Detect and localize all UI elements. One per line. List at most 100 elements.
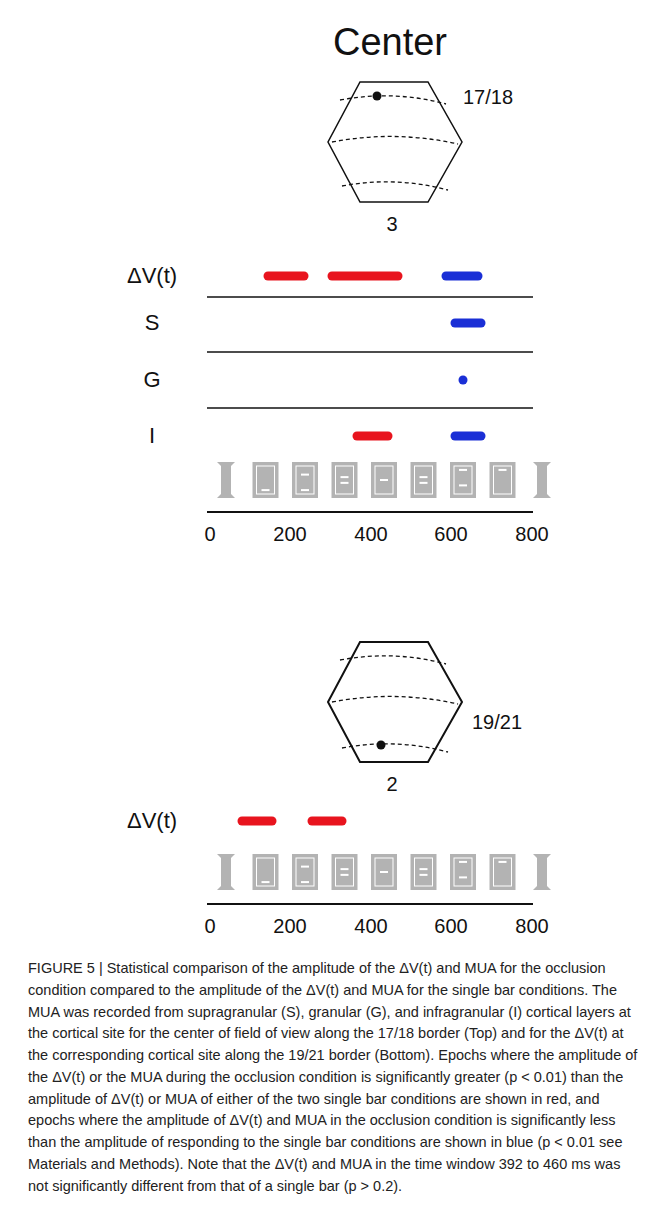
row-label: G [143,368,160,392]
stimulus-aperture [296,858,314,886]
stimulus-frame [217,462,235,498]
stimulus-icons [217,462,551,890]
greater-epoch [312,817,342,826]
stimulus-bar [499,469,507,471]
row-label: ΔV(t) [127,264,177,288]
stimulus-frame [371,462,397,498]
cortex-map-bottom [328,642,462,762]
time-axis [207,903,533,905]
stimulus-bar [301,489,309,491]
stimulus-frame [292,462,318,498]
stimulus-bar [341,868,349,870]
greater-epoch [357,432,388,441]
significance-bars-bottom [242,817,342,826]
stimulus-frame [450,854,476,890]
row-label: S [145,311,160,335]
greater-epoch [332,272,398,281]
stimulus-icon [217,854,235,890]
stimulus-frame [450,462,476,498]
stimulus-aperture [296,466,314,494]
stimulus-icon [533,854,551,890]
area-label: 3 [386,213,397,235]
recording-site [373,92,382,101]
stimulus-aperture [257,466,275,494]
hexagon-outline [328,642,462,762]
stimulus-bar [420,868,428,870]
stimulus-aperture [375,466,393,494]
row-lines-top [207,297,533,512]
stimulus-frame [490,462,516,498]
stimulus-bar [420,874,428,876]
stimulus-aperture [494,858,512,886]
stimulus-bar [341,476,349,478]
stimulus-bar [420,476,428,478]
stimulus-icon [533,462,551,498]
less-epoch [446,272,478,281]
row-line [207,296,533,298]
stimulus-icon [450,462,476,498]
tick-label: 600 [434,915,467,937]
stimulus-aperture [415,858,433,886]
stimulus-aperture [415,466,433,494]
stimulus-frame [253,462,279,498]
stimulus-aperture [375,858,393,886]
stimulus-bar [380,479,388,481]
panel-title: Center [333,21,447,64]
tick-label: 0 [204,915,215,937]
row-label: I [149,424,155,448]
border-line [332,136,458,144]
stimulus-aperture [454,858,472,886]
stimulus-bar [341,482,349,484]
stimulus-frame [332,854,358,890]
stimulus-bar [301,881,309,883]
stimulus-aperture [454,466,472,494]
stimulus-bar [341,874,349,876]
less-epoch [459,376,468,385]
stimulus-icon [332,854,358,890]
tick-label: 600 [434,523,467,545]
stimulus-frame [332,462,358,498]
stimulus-bar [420,482,428,484]
stimulus-row [217,854,551,890]
area-label: 19/21 [472,711,522,733]
stimulus-bar [301,866,309,868]
stimulus-icon [292,462,318,498]
greater-epoch [268,272,304,281]
tick-label: 400 [354,523,387,545]
stimulus-icon [411,462,437,498]
stimulus-icon [371,854,397,890]
stimulus-frame [533,462,551,498]
tick-label: 200 [273,915,306,937]
stimulus-bar [459,861,467,863]
stimulus-aperture [257,858,275,886]
stimulus-icon [332,462,358,498]
recording-site [377,741,386,750]
stimulus-bar [301,474,309,476]
area-label: 17/18 [463,86,513,108]
cortex-map-top [328,82,462,202]
stimulus-icon [253,462,279,498]
stimulus-icon [217,462,235,498]
row-line [207,351,533,353]
stimulus-bar [459,876,467,878]
stimulus-bar [459,469,467,471]
hexagon-outline [328,82,462,202]
significance-bars-top [268,276,481,436]
stimulus-aperture [494,466,512,494]
stimulus-bar [262,881,270,883]
stimulus-bar [459,484,467,486]
stimulus-icon [253,854,279,890]
stimulus-frame [371,854,397,890]
stimulus-frame [292,854,318,890]
row-label: ΔV(t) [127,809,177,833]
stimulus-aperture [336,466,354,494]
stimulus-frame [533,854,551,890]
border-line [332,696,458,704]
border-line [340,656,446,664]
less-epoch [455,319,481,328]
stimulus-row [217,462,551,498]
stimulus-icon [411,854,437,890]
stimulus-frame [490,854,516,890]
stimulus-frame [217,854,235,890]
stimulus-bar [262,489,270,491]
